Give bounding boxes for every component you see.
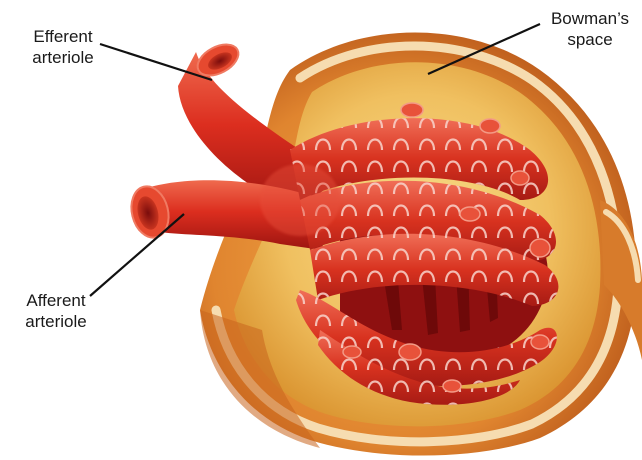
afferent-arteriole-label: Afferent arteriole <box>0 290 112 332</box>
efferent-arteriole-label: Efferent arteriole <box>8 26 118 68</box>
bowman-label-line2: space <box>538 29 642 50</box>
bowmans-space-label: Bowman’s space <box>538 8 642 50</box>
efferent-label-line2: arteriole <box>8 47 118 68</box>
afferent-label-line2: arteriole <box>0 311 112 332</box>
efferent-label-line1: Efferent <box>8 26 118 47</box>
bowman-label-line1: Bowman’s <box>538 8 642 29</box>
afferent-label-line1: Afferent <box>0 290 112 311</box>
